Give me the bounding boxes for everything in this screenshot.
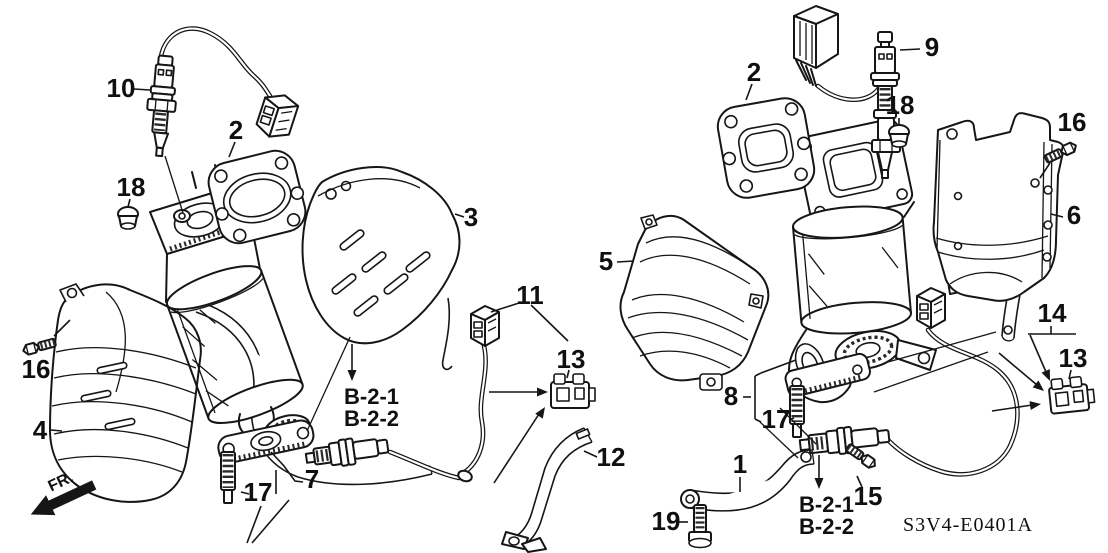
converter-side-cover-right <box>932 112 1065 302</box>
section-ref-b21-right: B-2-1 <box>799 492 854 517</box>
callout-18-right: 18 <box>886 90 915 120</box>
callout-10: 10 <box>107 73 136 103</box>
section-ref-b22-right: B-2-2 <box>799 514 854 539</box>
section-ref-b21-left: B-2-1 <box>344 384 399 409</box>
callout-13-right: 13 <box>1059 343 1088 373</box>
callout-6: 6 <box>1067 200 1081 230</box>
front-oxygen-sensor-left <box>146 26 300 214</box>
callout-1: 1 <box>733 449 747 479</box>
connector-stay-left <box>501 427 593 553</box>
manifold-converter-assembly-right <box>784 118 937 404</box>
callout-17-right: 17 <box>762 404 791 434</box>
callout-16-right: 16 <box>1058 107 1087 137</box>
stud-bolt-left <box>221 452 235 503</box>
sensor-connector-9 <box>793 5 839 87</box>
converter-lower-cover-left <box>49 283 202 503</box>
callout-15: 15 <box>854 481 883 511</box>
callout-19: 19 <box>652 506 681 536</box>
callout-9: 9 <box>925 32 939 62</box>
callout-14: 14 <box>1038 298 1067 328</box>
exhaust-gasket-left <box>207 149 307 245</box>
callout-16-left: 16 <box>22 354 51 384</box>
self-lock-nut-right <box>888 124 910 148</box>
self-lock-nut-left <box>117 206 139 230</box>
sensor-connector-10 <box>255 94 300 138</box>
converter-front-cover-right <box>619 214 770 391</box>
sensor-connector-left <box>457 305 500 483</box>
callout-7: 7 <box>305 464 319 494</box>
callout-17-left: 17 <box>244 477 273 507</box>
callout-labels: 10 2 3 18 16 4 17 7 11 13 12 2 9 18 16 6… <box>22 32 1088 539</box>
rear-oxygen-sensor-right <box>793 5 901 179</box>
stay-bolt-19 <box>688 504 712 549</box>
callout-4: 4 <box>33 415 48 445</box>
sensor-stay-right <box>680 449 815 512</box>
callout-11: 11 <box>516 280 544 310</box>
callout-8: 8 <box>724 381 738 411</box>
callout-5: 5 <box>599 246 613 276</box>
exhaust-gasket-right <box>716 97 816 199</box>
leader-bolt-16-left <box>53 319 71 337</box>
diagram-code: S3V4-E0401A <box>903 514 1033 536</box>
section-ref-b22-left: B-2-2 <box>344 406 399 431</box>
callout-18-left: 18 <box>117 172 146 202</box>
callout-13-left: 13 <box>557 344 586 374</box>
converter-upper-cover-left <box>301 166 461 371</box>
front-arrow-icon <box>30 480 97 516</box>
rear-oxygen-sensor-left <box>304 437 462 481</box>
callout-3: 3 <box>464 202 478 232</box>
callout-2-left: 2 <box>229 115 243 145</box>
sensor-connector-14 <box>916 287 946 329</box>
callout-2-right: 2 <box>747 57 761 87</box>
leader-lines <box>50 48 1076 544</box>
callout-12: 12 <box>597 442 626 472</box>
leader-bolt-16-right <box>1039 162 1051 179</box>
